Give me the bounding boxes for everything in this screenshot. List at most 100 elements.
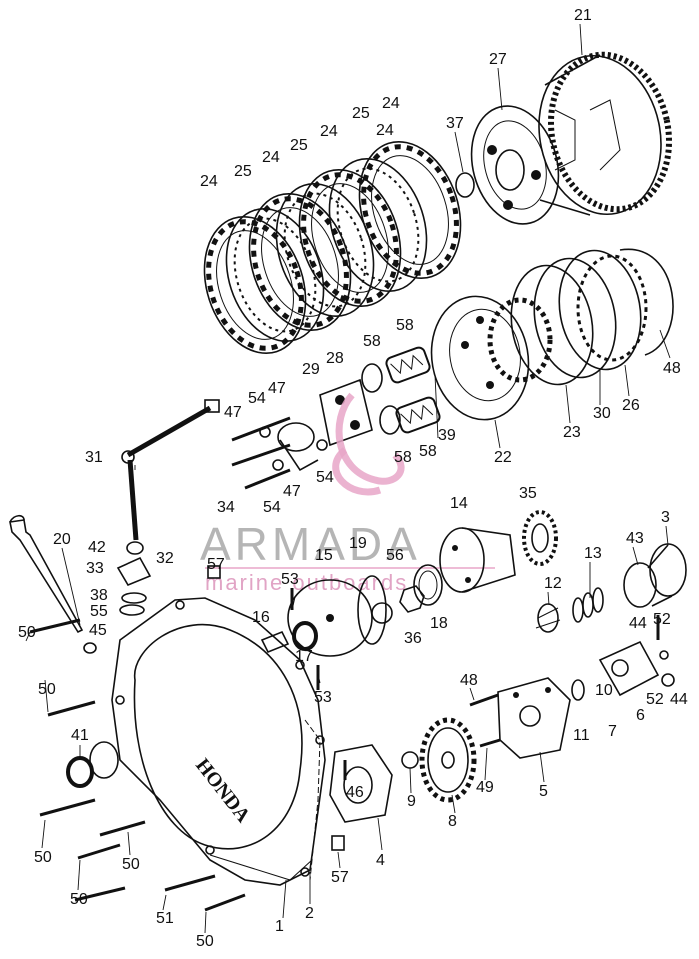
callout-38: 38 xyxy=(90,587,108,604)
callout-18: 18 xyxy=(430,615,448,632)
callout-24-a: 24 xyxy=(382,95,400,112)
callout-25-b: 25 xyxy=(290,137,308,154)
clutch-center-27 xyxy=(470,105,560,225)
callout-30: 30 xyxy=(593,405,611,422)
oil-filter-rotor-15 xyxy=(287,575,387,657)
callout-48-top: 48 xyxy=(663,360,681,377)
callout-12: 12 xyxy=(544,575,562,592)
callout-57-a: 57 xyxy=(207,556,225,573)
callout-56: 56 xyxy=(386,547,404,564)
callout-29: 29 xyxy=(302,361,320,378)
callout-23: 23 xyxy=(563,424,581,441)
callout-34: 34 xyxy=(217,499,235,516)
lever-31 xyxy=(121,399,220,541)
oil-pump-5 xyxy=(497,677,585,759)
callout-14: 14 xyxy=(450,495,468,512)
watermark-brand: ARMADA xyxy=(200,518,421,570)
dipstick-20 xyxy=(9,514,84,634)
callout-52-b: 52 xyxy=(646,691,664,708)
leader-lines xyxy=(25,23,671,934)
pump-body-14 xyxy=(439,527,516,593)
callout-5: 5 xyxy=(539,783,548,800)
dowel-57-16 xyxy=(207,565,290,654)
callout-27: 27 xyxy=(489,51,507,68)
case-bolts-50-51 xyxy=(29,618,246,912)
callout-31: 31 xyxy=(85,449,103,466)
callout-58-b: 58 xyxy=(363,333,381,350)
callout-53-b: 53 xyxy=(314,689,332,706)
callout-20: 20 xyxy=(53,531,71,548)
gasket-2 xyxy=(304,719,321,881)
circlip-48-top xyxy=(619,248,674,356)
callout-58-a: 58 xyxy=(396,317,414,334)
callout-37: 37 xyxy=(446,115,464,132)
callout-54-a: 54 xyxy=(248,390,266,407)
bolt-53 xyxy=(290,588,320,690)
clutch-plate-stack xyxy=(203,140,475,355)
seal-41 xyxy=(66,741,119,788)
callout-8: 8 xyxy=(448,813,457,830)
friction-plate-2 xyxy=(248,192,352,332)
callout-7: 7 xyxy=(608,723,617,740)
steel-plate-3 xyxy=(328,157,428,293)
callout-50-a: 50 xyxy=(18,624,36,641)
callout-33: 33 xyxy=(86,560,104,577)
callout-47-c: 47 xyxy=(283,483,301,500)
bolts-48-49 xyxy=(401,693,501,769)
callout-49: 49 xyxy=(476,779,494,796)
callout-22: 22 xyxy=(494,449,512,466)
callout-58-c: 58 xyxy=(394,449,412,466)
callout-50-b: 50 xyxy=(38,681,56,698)
callout-46: 46 xyxy=(346,784,364,801)
callout-50-c: 50 xyxy=(34,849,52,866)
clutch-outer-21 xyxy=(538,51,673,216)
callout-15: 15 xyxy=(315,547,333,564)
callout-10: 10 xyxy=(595,682,613,699)
nut-56-washer-18 xyxy=(371,564,443,624)
callout-2: 2 xyxy=(305,905,314,922)
callout-36: 36 xyxy=(404,630,422,647)
callout-55: 55 xyxy=(90,603,108,620)
gear-8 xyxy=(419,717,477,803)
callout-28: 28 xyxy=(326,350,344,367)
callout-45: 45 xyxy=(89,622,107,639)
callout-50-f: 50 xyxy=(196,933,214,950)
gear-35 xyxy=(522,510,558,566)
callout-25-c: 25 xyxy=(234,163,252,180)
callout-3: 3 xyxy=(661,509,670,526)
callout-19: 19 xyxy=(349,535,367,552)
callout-25-a: 25 xyxy=(352,105,370,122)
lifter-cam-29 xyxy=(277,422,319,472)
bolts-47-54 xyxy=(231,416,328,490)
callout-35: 35 xyxy=(519,485,537,502)
callout-58-d: 58 xyxy=(419,443,437,460)
callout-24-d: 24 xyxy=(200,173,218,190)
callout-57-b: 57 xyxy=(331,869,349,886)
callout-24-c: 24 xyxy=(262,149,280,166)
washer-37 xyxy=(455,172,475,198)
callout-51: 51 xyxy=(156,910,174,927)
callout-54-b: 54 xyxy=(316,469,334,486)
rings-23-30-26 xyxy=(510,249,648,386)
callout-24-e: 24 xyxy=(376,122,394,139)
cover-logo: HONDA xyxy=(191,755,255,828)
callout-44-b: 44 xyxy=(670,691,688,708)
callout-4: 4 xyxy=(376,852,385,869)
friction-plate-4 xyxy=(358,140,462,280)
callout-50-e: 50 xyxy=(70,891,88,908)
lifter-plate-28 xyxy=(319,378,373,447)
callout-21: 21 xyxy=(574,7,592,24)
callout-17: 17 xyxy=(295,648,313,665)
part-42-33-32-38-55 xyxy=(83,541,152,654)
part-number-labels: 21 27 24 37 25 24 25 24 25 24 24 58 58 2… xyxy=(18,7,688,950)
callout-42: 42 xyxy=(88,539,106,556)
callout-32: 32 xyxy=(156,550,174,567)
callout-41: 41 xyxy=(71,727,89,744)
cover-4 xyxy=(329,744,393,823)
dowel-57-lower xyxy=(331,835,345,851)
callout-54-c: 54 xyxy=(263,499,281,516)
callout-52-a: 52 xyxy=(653,611,671,628)
callout-43: 43 xyxy=(626,530,644,547)
springs-58 xyxy=(361,346,441,435)
